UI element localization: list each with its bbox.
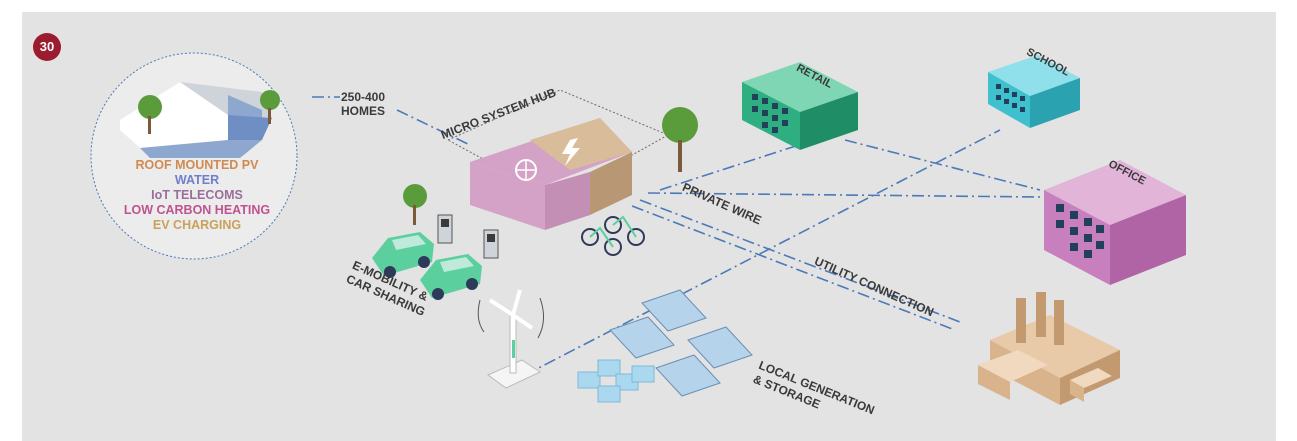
bicycle-icon xyxy=(581,215,645,256)
circle-item-heating: LOW CARBON HEATING xyxy=(123,203,271,217)
house-wall xyxy=(140,95,262,158)
homes-label: 250-400 HOMES xyxy=(328,90,398,118)
house-circle xyxy=(90,52,298,260)
school-building xyxy=(988,55,1080,128)
tree-icon xyxy=(260,90,280,110)
office-building xyxy=(1044,160,1186,285)
tree-icon xyxy=(662,107,698,172)
homes-count: 250-400 xyxy=(340,90,386,104)
circle-item-roof-pv: ROOF MOUNTED PV xyxy=(135,158,259,172)
homes-link-b xyxy=(396,109,471,146)
car-icon xyxy=(420,254,482,300)
hub-front-pink xyxy=(470,162,545,230)
utility-wire-b xyxy=(631,205,956,331)
micro-system-hub xyxy=(446,89,670,230)
tree-icon xyxy=(403,184,427,225)
tree-icon xyxy=(138,95,162,119)
circle-item-iot: IoT TELECOMS xyxy=(151,188,243,202)
homes-text: HOMES xyxy=(340,104,385,118)
retail-office-link xyxy=(844,139,1041,191)
factory-icon xyxy=(978,292,1120,405)
ev-chargers xyxy=(437,214,499,259)
wind-turbine-icon xyxy=(477,289,544,389)
circle-legend: ROOF MOUNTED PV WATER IoT TELECOMS LOW C… xyxy=(102,158,292,238)
lightning-icon xyxy=(562,138,580,166)
solar-panel-icon xyxy=(609,289,753,397)
figure-number-badge: 30 xyxy=(33,33,61,61)
utility-wire-a xyxy=(639,199,961,323)
retail-building xyxy=(742,62,858,150)
circle-item-water: WATER xyxy=(174,173,220,187)
hub-side-tan xyxy=(590,152,632,215)
battery-icon xyxy=(577,359,655,403)
house-roof-white xyxy=(120,82,228,148)
generation-school-link xyxy=(524,129,1001,376)
car-icon xyxy=(372,232,434,278)
circle-item-ev: EV CHARGING xyxy=(152,218,242,232)
hub-top-tan xyxy=(530,118,632,170)
